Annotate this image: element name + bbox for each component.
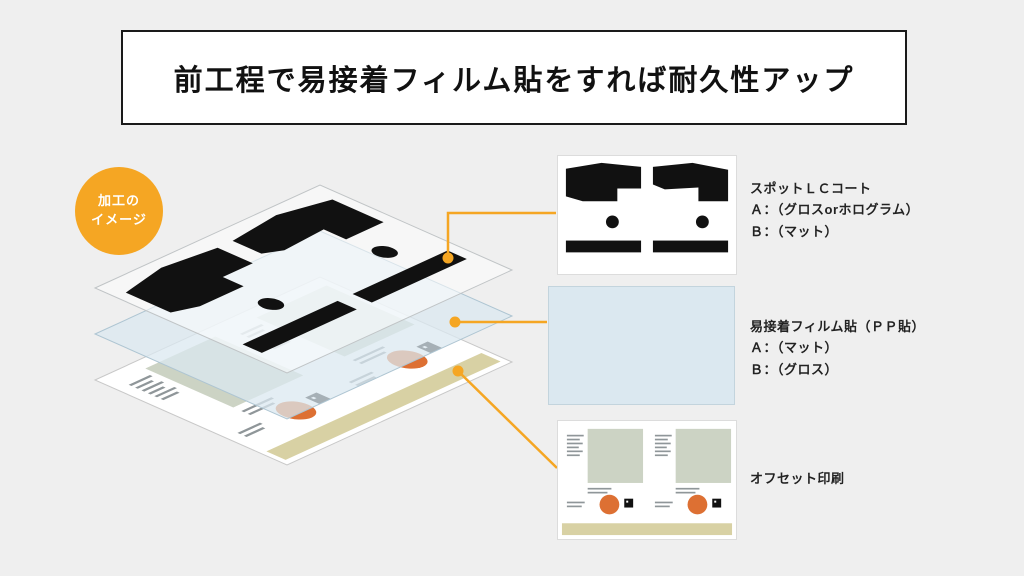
badge-line-2: イメージ [91, 212, 147, 227]
connector-dot [442, 252, 454, 264]
thumbnail-offset-print [557, 420, 737, 540]
page-title: 前工程で易接着フィルム貼をすれば耐久性アップ [173, 64, 855, 97]
connector-line-bottom [457, 370, 558, 469]
layer-spot-lc-coat [95, 185, 512, 373]
callout-title: オフセット印刷 [750, 471, 845, 486]
thumbnail-adhesive-film [548, 286, 735, 405]
title-box: 前工程で易接着フィルム貼をすれば耐久性アップ [121, 30, 907, 125]
spot-lc-thumbnail-art [565, 162, 729, 253]
processing-image-badge: 加工の イメージ [75, 167, 163, 255]
callout-title: 易接着フィルム貼（ＰＰ貼） [750, 319, 925, 334]
connectors [442, 211, 558, 469]
thumbnail-spot-lc-coat [557, 155, 737, 275]
callout-spot-lc-coat: スポットＬＣコート Ａ：（グロスorホログラム） Ｂ：（マット） [750, 178, 919, 242]
callout-title: スポットＬＣコート [750, 181, 872, 196]
offset-print-thumbnail-art [561, 428, 733, 536]
callout-offset-print: オフセット印刷 [750, 468, 845, 489]
callout-option-a: Ａ：（グロスorホログラム） [750, 202, 920, 218]
callout-option-a: Ａ：（マット） [750, 340, 839, 356]
connector-dot [452, 365, 464, 377]
callout-option-b: Ｂ：（マット） [750, 223, 839, 239]
connector-line-top [446, 211, 556, 258]
badge-line-1: 加工の [97, 193, 140, 209]
callout-option-b: Ｂ：（グロス） [750, 361, 839, 377]
callout-adhesive-film: 易接着フィルム貼（ＰＰ貼） Ａ：（マット） Ｂ：（グロス） [750, 316, 925, 380]
connector-dot [449, 316, 461, 328]
